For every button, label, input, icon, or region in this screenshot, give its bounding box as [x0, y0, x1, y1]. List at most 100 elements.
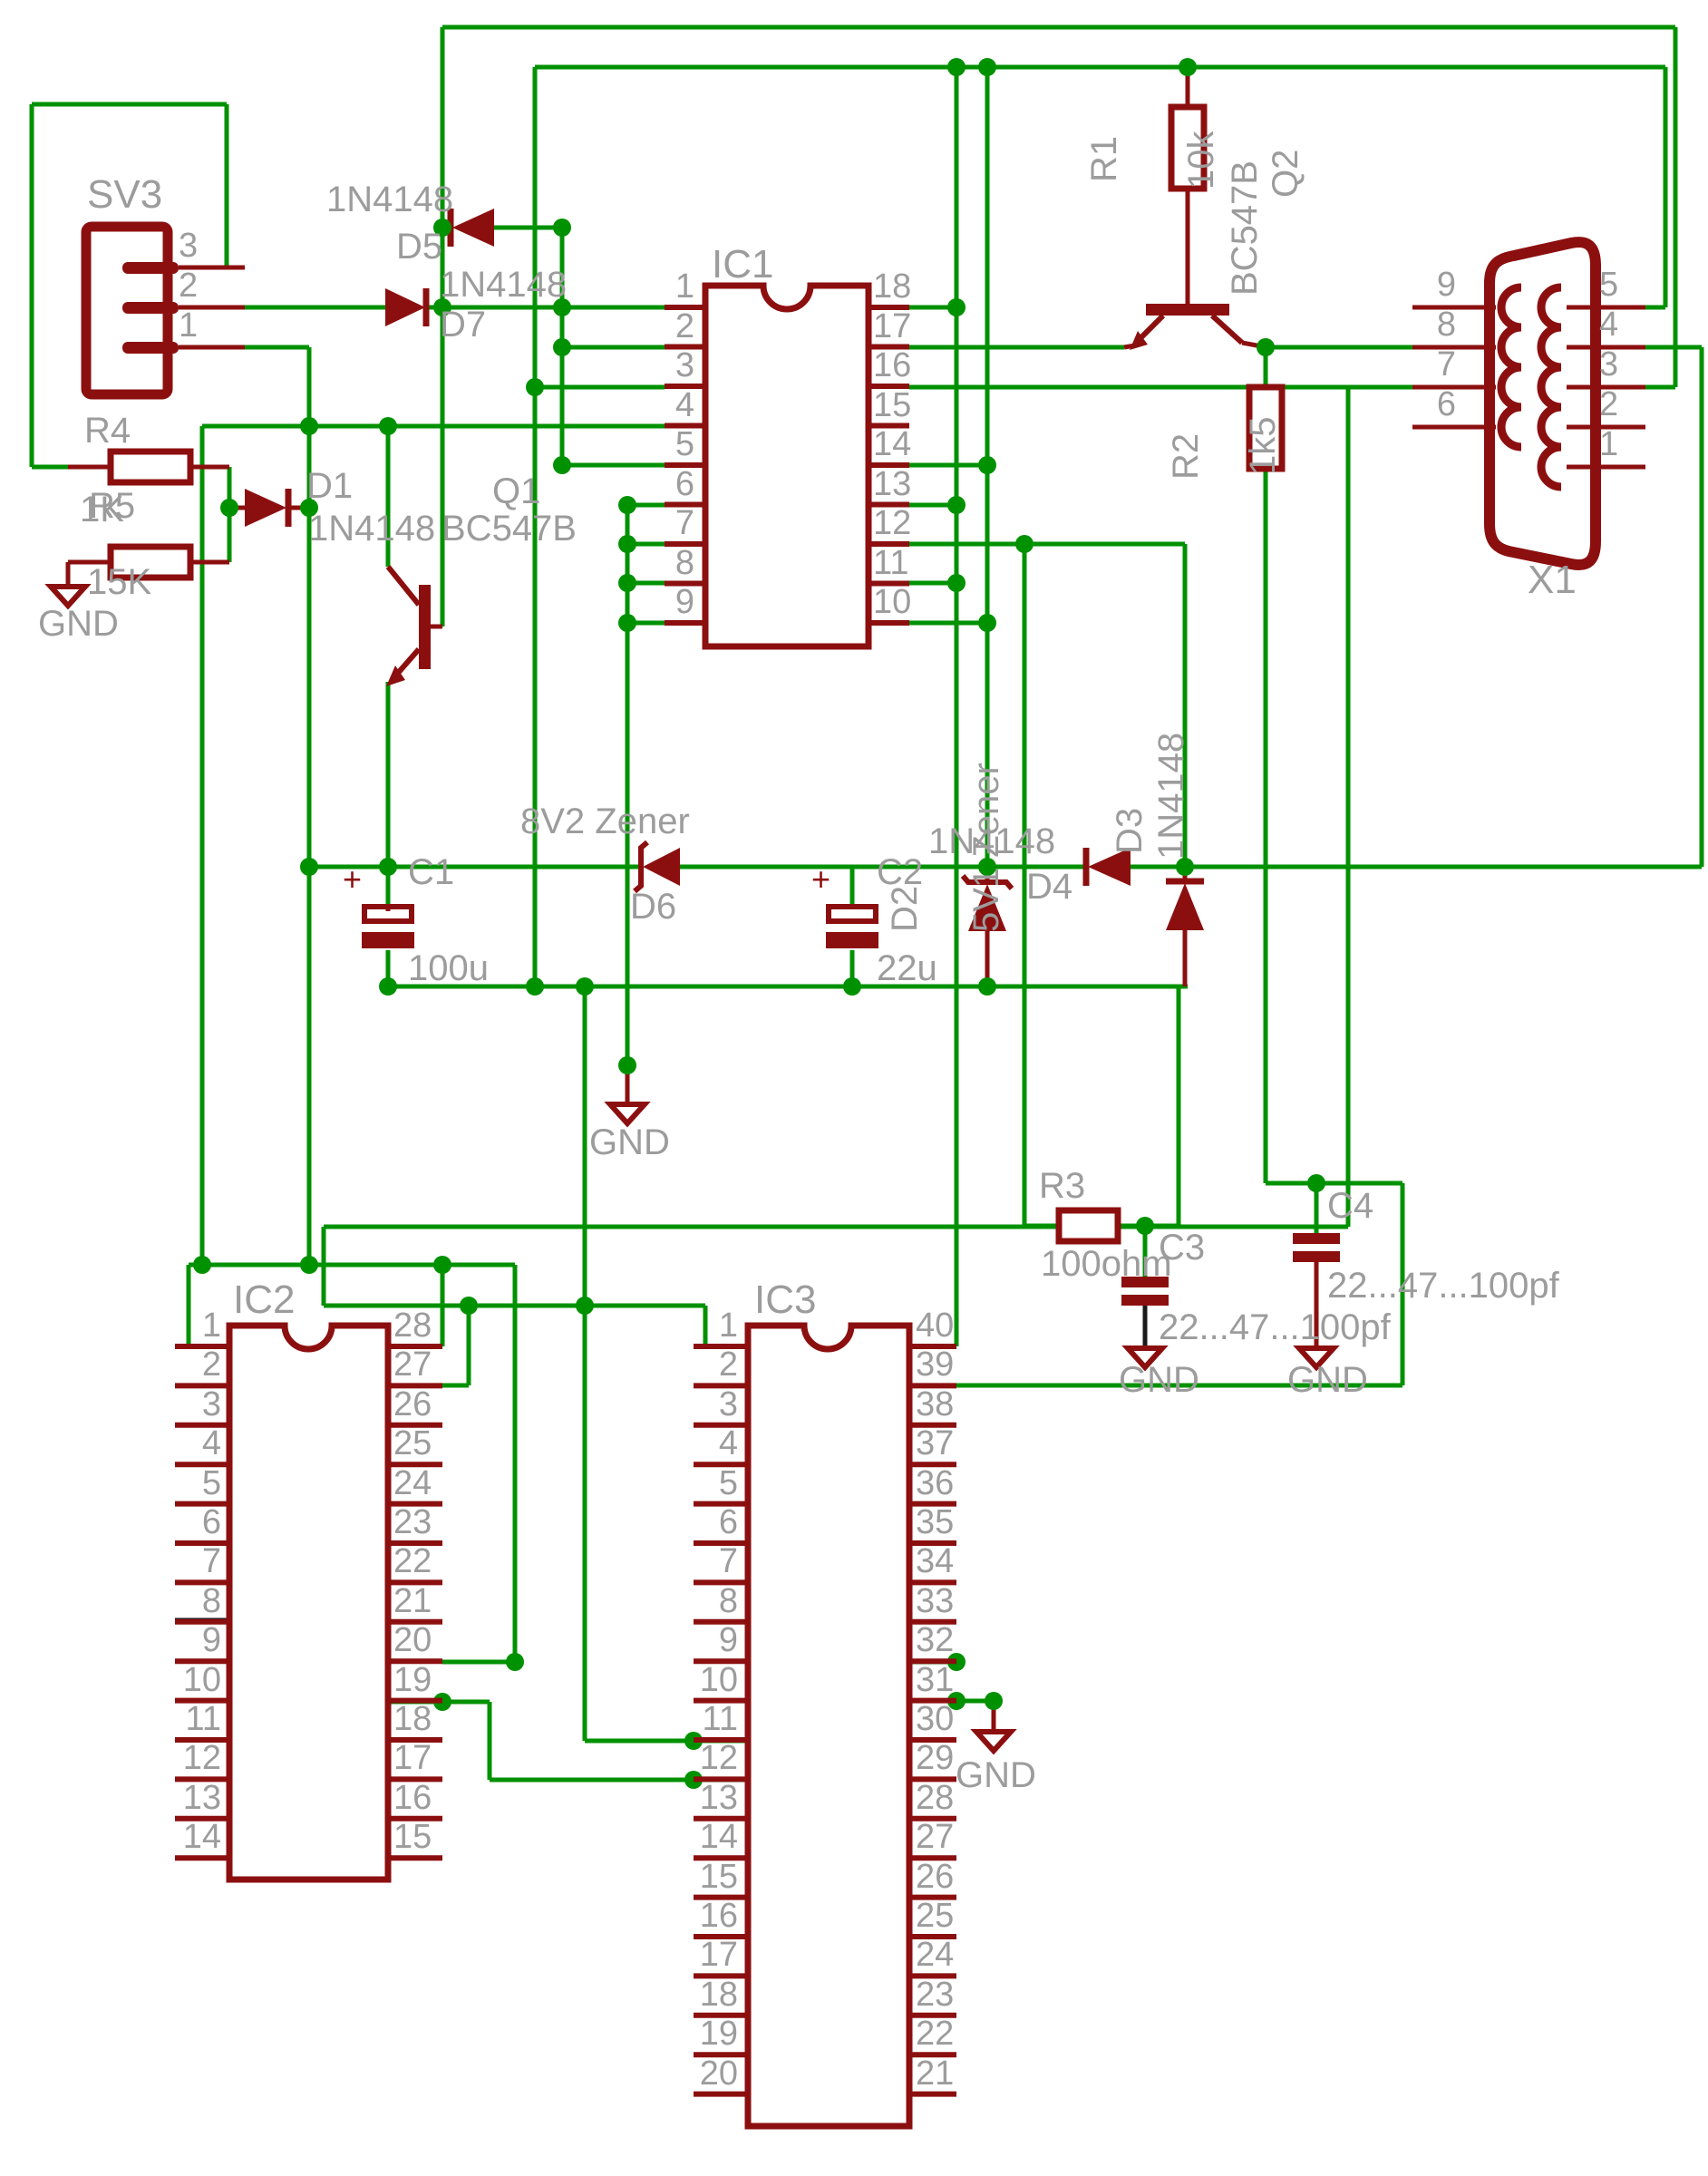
ic3-pin-number: 16 [699, 1897, 738, 1935]
ic3-pin-number: 33 [916, 1581, 955, 1620]
ic3-pin-number: 27 [916, 1818, 955, 1857]
junction-dot [947, 496, 966, 514]
x1-pin-number: 7 [1436, 345, 1456, 384]
d1-diode [245, 489, 286, 527]
d5-diode [452, 209, 494, 247]
ic3-pin-number: 19 [699, 2015, 738, 2054]
junction-dot [506, 1653, 524, 1671]
c3-value: 22...47...100pf [1159, 1307, 1391, 1347]
ic3-pin-number: 6 [718, 1503, 738, 1541]
ic3-pin-number: 12 [699, 1739, 738, 1778]
c1-plate-bottom [362, 932, 414, 948]
x1-pin-number: 2 [1599, 385, 1619, 423]
c3-plate-top [1121, 1277, 1169, 1287]
ic3-pin-number: 4 [718, 1424, 738, 1463]
r1-value: 10k [1181, 131, 1221, 190]
q1-value: BC547B [442, 509, 577, 549]
junction-dot [553, 298, 571, 316]
junction-dot [553, 456, 571, 474]
q1-collector [385, 565, 422, 607]
ic3-pin-number: 26 [916, 1857, 955, 1896]
junction-dot [978, 858, 996, 876]
ic2-pin-number: 24 [393, 1463, 432, 1502]
ic2-body [226, 1322, 392, 1883]
r1-resistor [1168, 103, 1208, 192]
r5-name: R5 [89, 486, 136, 526]
junction-dot [379, 858, 397, 876]
ic1-pin-number: 2 [674, 306, 694, 345]
ic2-name: IC2 [233, 1277, 296, 1322]
gnd-symbol [44, 584, 92, 610]
ic1-pin-number: 9 [674, 583, 694, 621]
gnd-label-5: GND [956, 1755, 1036, 1795]
junction-dot [978, 456, 996, 474]
ic2-pin-number: 9 [201, 1621, 221, 1660]
junction-dot [985, 1692, 1003, 1710]
d7-name: D7 [440, 305, 487, 345]
ic2-pin-number: 13 [182, 1778, 221, 1817]
ic3-pin-number: 15 [699, 1857, 738, 1896]
ic2-pin-number: 8 [201, 1581, 221, 1620]
r5-value: 15K [87, 562, 152, 602]
gnd-label-1: GND [38, 604, 119, 644]
ic3-pin-number: 1 [718, 1307, 738, 1345]
ic1-name: IC1 [712, 242, 774, 287]
junction-dot [576, 1297, 594, 1315]
d5-value: 1N4148 [326, 180, 454, 219]
ic3-pin-number: 23 [916, 1975, 955, 2014]
ic1-pin-number: 7 [674, 504, 694, 542]
d7-value: 1N4148 [440, 265, 568, 305]
ic3-pin-number: 14 [699, 1818, 738, 1857]
ic2-pin-number: 19 [393, 1660, 432, 1699]
gnd-symbol [604, 1102, 651, 1128]
ic3-pin-number: 18 [699, 1975, 738, 2014]
q1-name: Q1 [492, 471, 541, 511]
gnd-label-2: GND [589, 1122, 670, 1162]
junction-dot [460, 1297, 478, 1315]
gnd-label-3: GND [1119, 1360, 1199, 1400]
x1-contact-arc [1537, 323, 1562, 372]
r2-name: R2 [1166, 432, 1206, 480]
ic3-pin-number: 20 [699, 2054, 738, 2093]
junction-dot [1176, 858, 1194, 876]
gnd-symbol [970, 1729, 1017, 1755]
d1-value: 1N4148 [308, 509, 436, 549]
ic3-pin-number: 35 [916, 1503, 955, 1541]
junction-dot [947, 574, 966, 592]
d6-name: D6 [630, 887, 677, 927]
junction-dot [1136, 1217, 1154, 1235]
c1-plus: + [343, 860, 363, 898]
r3-resistor [1055, 1207, 1121, 1245]
ic3-pin-number: 8 [718, 1581, 738, 1620]
ic2-pin-number: 10 [182, 1660, 221, 1699]
d3-value: 1N4148 [1151, 732, 1191, 860]
ic3-pin-number: 21 [916, 2054, 955, 2093]
junction-dot [1257, 338, 1275, 356]
x1-contact-arc [1497, 323, 1522, 372]
junction-dot [618, 535, 636, 553]
x1-db9-body [1484, 237, 1601, 570]
sv3-name: SV3 [87, 172, 163, 217]
x1-contact-arc [1537, 442, 1562, 491]
junction-dot [553, 219, 571, 237]
d2-zener-bar [960, 874, 1014, 890]
gnd-label-4: GND [1287, 1360, 1368, 1400]
d3-name: D3 [1110, 807, 1150, 854]
r4-resistor [107, 448, 194, 486]
x1-contact-arc [1537, 403, 1562, 452]
ic3-pin-number: 17 [699, 1936, 738, 1975]
ic1-pin-number: 12 [873, 504, 912, 542]
ic2-pin-number: 3 [201, 1384, 221, 1423]
q2-value: BC547B [1225, 160, 1265, 296]
q2-base-bar [1146, 304, 1229, 316]
ic2-pin-number: 18 [393, 1700, 432, 1738]
ic1-pin-number: 11 [873, 543, 909, 582]
junction-dot [1015, 535, 1034, 553]
junction-dot [526, 977, 544, 996]
ic2-pin-number: 7 [201, 1542, 221, 1581]
r4-value: 1K [80, 490, 124, 529]
c4-value: 22...47...100pf [1327, 1266, 1559, 1306]
junction-dot [193, 1256, 211, 1274]
r1-name: R1 [1084, 135, 1124, 182]
